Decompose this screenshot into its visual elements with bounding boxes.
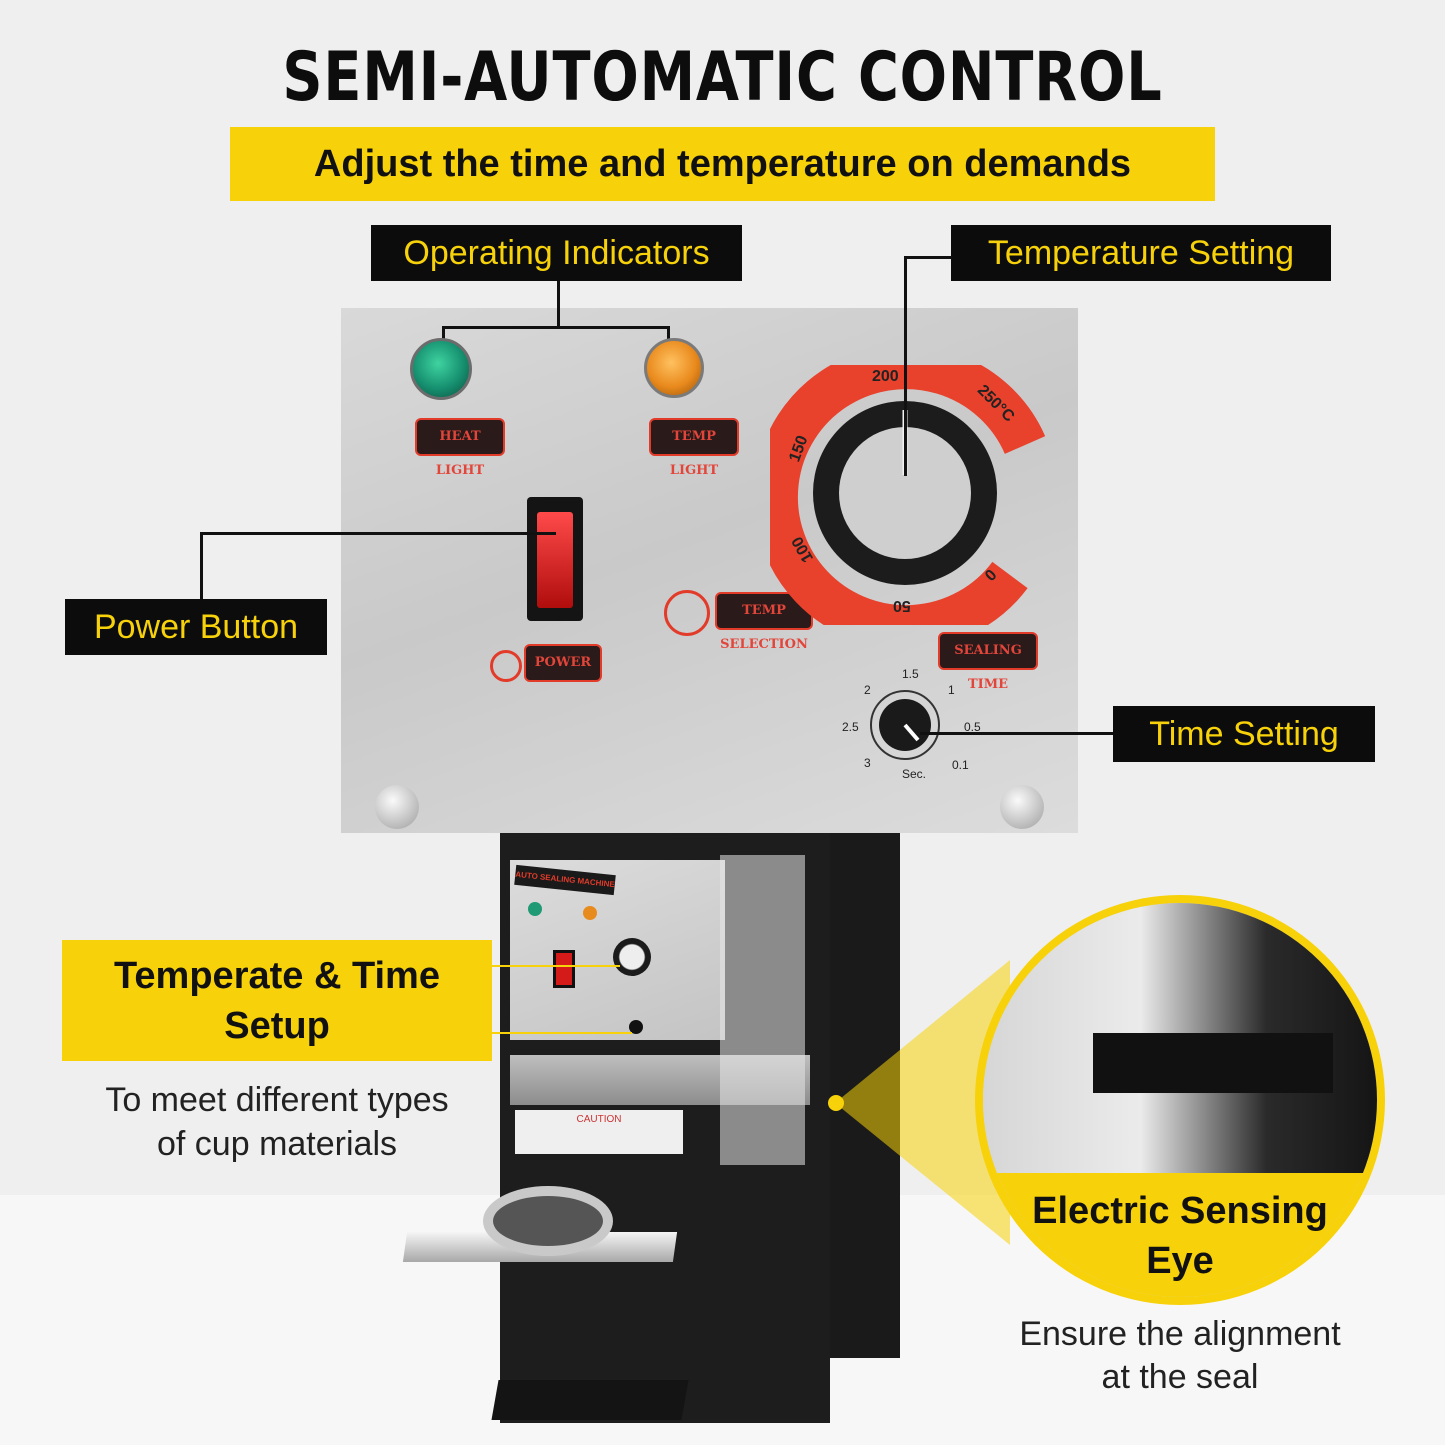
machine-heat-light bbox=[528, 902, 542, 916]
caution-sticker: CAUTION bbox=[515, 1110, 683, 1154]
sensor-desc-line-1: Ensure the alignment bbox=[1019, 1315, 1341, 1353]
drip-tray bbox=[491, 1380, 689, 1420]
temperature-scale-arc bbox=[770, 365, 1045, 625]
setup-desc-line-1: To meet different types bbox=[105, 1081, 449, 1119]
subtitle-text: Adjust the time and temperature on deman… bbox=[313, 143, 1132, 185]
machine-time-knob bbox=[629, 1020, 643, 1034]
setup-callout-box bbox=[62, 940, 492, 1061]
sensor-title-line-1: Electric Sensing bbox=[1032, 1190, 1328, 1232]
time-dial[interactable] bbox=[860, 680, 960, 770]
connector-line bbox=[557, 281, 560, 327]
time-mark: 1.5 bbox=[902, 667, 919, 681]
subtitle-banner bbox=[230, 127, 1215, 201]
setup-callout-title: Temperate & Time Setup bbox=[114, 955, 440, 1047]
thermometer-icon bbox=[664, 590, 710, 636]
connector-line bbox=[904, 256, 952, 259]
sensor-magnifier bbox=[975, 895, 1385, 1305]
power-icon bbox=[490, 650, 522, 682]
heat-light-label: HEAT LIGHT bbox=[415, 418, 505, 478]
temp-light-label: TEMP LIGHT bbox=[649, 418, 739, 478]
power-switch[interactable] bbox=[537, 512, 573, 608]
time-dial-ring bbox=[870, 690, 940, 760]
time-mark: 1 bbox=[948, 683, 955, 697]
tag-temperature-setting: Temperature Setting bbox=[951, 225, 1331, 281]
time-mark: 2 bbox=[864, 683, 871, 697]
temperature-dial[interactable] bbox=[770, 365, 1045, 625]
page-title: SEMI-AUTOMATIC CONTROL bbox=[282, 38, 1163, 117]
setup-desc-line-2: of cup materials bbox=[157, 1125, 397, 1163]
machine-temp-light bbox=[583, 906, 597, 920]
connector-line bbox=[492, 965, 620, 967]
time-mark: 2.5 bbox=[842, 720, 859, 734]
sensor-closeup bbox=[983, 903, 1377, 1297]
temp-mark: 200 bbox=[872, 368, 899, 385]
sensor-desc-line-2: at the seal bbox=[1101, 1358, 1259, 1396]
connector-line bbox=[442, 326, 670, 329]
connector-line bbox=[920, 732, 1114, 735]
temp-indicator-light bbox=[644, 338, 704, 398]
time-mark: Sec. bbox=[902, 767, 927, 781]
sealing-time-label: SEALING TIME bbox=[938, 632, 1038, 692]
connector-line bbox=[200, 532, 556, 535]
sensor-title-line-2: Eye bbox=[1146, 1240, 1214, 1282]
temperature-knob[interactable] bbox=[839, 427, 971, 559]
panel-screw bbox=[375, 785, 419, 829]
connector-line bbox=[904, 256, 907, 476]
panel-screw bbox=[1000, 785, 1044, 829]
cup-holder-ring bbox=[483, 1186, 613, 1256]
time-mark: 0.5 bbox=[964, 720, 981, 734]
machine-temp-knob bbox=[613, 938, 651, 976]
tag-power-button: Power Button bbox=[65, 599, 327, 655]
power-label: POWER bbox=[524, 644, 602, 682]
sensor-beam-shape bbox=[835, 960, 1010, 1245]
temp-mark: 50 bbox=[893, 597, 911, 614]
connector-line bbox=[492, 1032, 632, 1034]
tag-time-setting: Time Setting bbox=[1113, 706, 1375, 762]
connector-line bbox=[200, 532, 203, 600]
tag-operating-indicators: Operating Indicators bbox=[371, 225, 742, 281]
sensor-caption-area bbox=[983, 1173, 1377, 1297]
sensor-bracket bbox=[1093, 1033, 1333, 1093]
heat-indicator-light bbox=[410, 338, 472, 400]
sealing-film-roll bbox=[720, 855, 805, 1165]
time-mark: 0.1 bbox=[952, 758, 969, 772]
sensor-beam bbox=[835, 960, 1010, 1245]
time-mark: 3 bbox=[864, 756, 871, 770]
machine-power-switch bbox=[553, 950, 575, 988]
time-knob-pointer bbox=[903, 723, 920, 742]
